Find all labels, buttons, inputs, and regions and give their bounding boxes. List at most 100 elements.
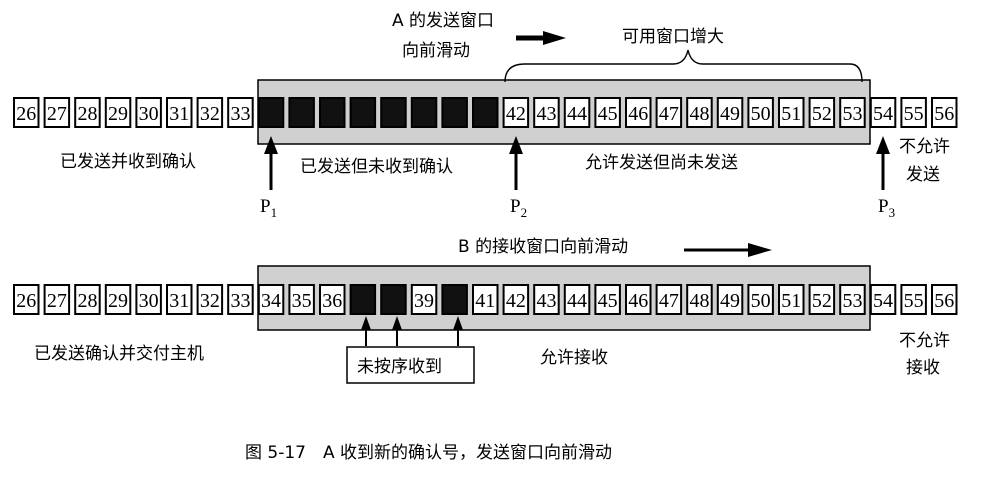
recv-box-26-label: 26	[16, 290, 36, 312]
recv-box-51	[778, 284, 805, 315]
recv-box-42-label: 42	[506, 290, 526, 312]
seq-box-42-label: 42	[506, 103, 526, 125]
recv-box-29	[104, 284, 132, 315]
seq-box-30-label: 30	[139, 103, 159, 125]
seq-box-sent-unacked-filled	[472, 97, 499, 128]
recv-box-30	[135, 284, 162, 315]
seq-box-26-label: 26	[16, 103, 36, 125]
recv-box-34	[257, 284, 285, 315]
recv-box-55-label: 55	[904, 290, 924, 312]
pointer-p3-subscript: 3	[889, 205, 896, 220]
seq-box-sent-unacked-filled	[319, 97, 346, 128]
sender-brace-label: 可用窗口增大	[622, 27, 724, 47]
receiver-slide-arrow	[684, 243, 772, 257]
seq-box-49	[716, 97, 744, 128]
recv-box-56-label: 56	[934, 290, 954, 312]
pointer-p1: P1	[260, 136, 278, 220]
recv-box-received-filled	[349, 284, 377, 315]
recv-box-42	[502, 284, 530, 315]
recv-box-35	[288, 284, 315, 315]
figure-caption: 图 5-17 A 收到新的确认号，发送窗口向前滑动	[245, 443, 612, 463]
seq-box-30	[135, 97, 162, 128]
receiver-label-not-allowed-1: 不允许	[899, 331, 950, 351]
recv-box-33	[227, 284, 254, 315]
receiver-label-not-allowed-2: 接收	[906, 358, 940, 378]
seq-box-50-label: 50	[751, 103, 771, 125]
recv-box-54-label: 54	[873, 290, 893, 312]
seq-box-31-label: 31	[169, 103, 189, 125]
seq-box-51-label: 51	[781, 103, 801, 125]
recv-box-53	[839, 284, 866, 315]
seq-box-28	[74, 97, 101, 128]
seq-box-51	[778, 97, 805, 128]
recv-box-39-label: 39	[414, 290, 434, 312]
recv-box-26	[13, 284, 40, 315]
recv-box-52	[808, 284, 836, 315]
recv-box-27	[43, 284, 71, 315]
seq-box-26	[13, 97, 40, 128]
seq-box-56-label: 56	[934, 103, 954, 125]
recv-box-33-label: 33	[230, 290, 250, 312]
recv-box-55	[900, 284, 927, 315]
svg-text:P3: P3	[878, 196, 895, 220]
recv-box-36	[319, 284, 346, 315]
recv-box-28-label: 28	[77, 290, 97, 312]
recv-box-received-filled	[380, 284, 407, 315]
pointer-p3: P3	[876, 136, 895, 220]
sender-label-sent-acked: 已发送并收到确认	[60, 152, 196, 172]
seq-box-sent-unacked-filled	[441, 97, 468, 128]
recv-box-39	[410, 284, 438, 315]
recv-box-28	[74, 284, 101, 315]
seq-box-44-label: 44	[567, 103, 587, 125]
seq-box-sent-unacked-filled	[288, 97, 315, 128]
seq-box-sent-unacked-filled	[349, 97, 377, 128]
receiver-label-delivered: 已发送确认并交付主机	[34, 344, 204, 364]
recv-box-34-label: 34	[261, 290, 281, 312]
seq-box-28-label: 28	[77, 103, 97, 125]
recv-box-46-label: 46	[628, 290, 648, 312]
seq-box-48-label: 48	[689, 103, 709, 125]
seq-box-27	[43, 97, 71, 128]
recv-box-48-label: 48	[689, 290, 709, 312]
recv-box-46	[625, 284, 652, 315]
recv-box-49	[716, 284, 744, 315]
recv-box-52-label: 52	[812, 290, 832, 312]
seq-box-46-label: 46	[628, 103, 648, 125]
recv-box-29-label: 29	[108, 290, 128, 312]
out-of-order-label-box	[346, 346, 475, 384]
out-of-order-arrows	[361, 316, 463, 346]
pointer-p2-subscript: 2	[521, 205, 528, 220]
receiver-window-title: B 的接收窗口向前滑动	[458, 237, 628, 257]
seq-box-54-label: 54	[873, 103, 893, 125]
seq-box-45	[594, 97, 621, 128]
recv-box-47	[655, 284, 683, 315]
pointer-p1-label: P	[260, 196, 271, 217]
seq-box-31	[166, 97, 193, 128]
recv-box-50	[747, 284, 774, 315]
recv-box-44-label: 44	[567, 290, 587, 312]
seq-box-47	[655, 97, 683, 128]
recv-box-47-label: 47	[659, 290, 679, 312]
seq-box-56	[931, 97, 958, 128]
sender-label-not-allowed-1: 不允许	[899, 137, 950, 157]
seq-box-43	[533, 97, 560, 128]
seq-box-sent-unacked-filled	[410, 97, 438, 128]
seq-box-52-label: 52	[812, 103, 832, 125]
sender-label-allowed: 允许发送但尚未发送	[585, 153, 738, 173]
seq-box-47-label: 47	[659, 103, 679, 125]
recv-box-45	[594, 284, 621, 315]
seq-box-52	[808, 97, 836, 128]
sender-label-sent-unacked: 已发送但未收到确认	[300, 157, 453, 177]
seq-box-32-label: 32	[200, 103, 220, 125]
recv-box-53-label: 53	[842, 290, 862, 312]
pointer-p3-label: P	[878, 196, 889, 217]
recv-box-43	[533, 284, 560, 315]
seq-box-44	[563, 97, 591, 128]
recv-box-45-label: 45	[598, 290, 618, 312]
seq-box-46	[625, 97, 652, 128]
sender-window-title-line1: A 的发送窗口	[392, 11, 494, 31]
